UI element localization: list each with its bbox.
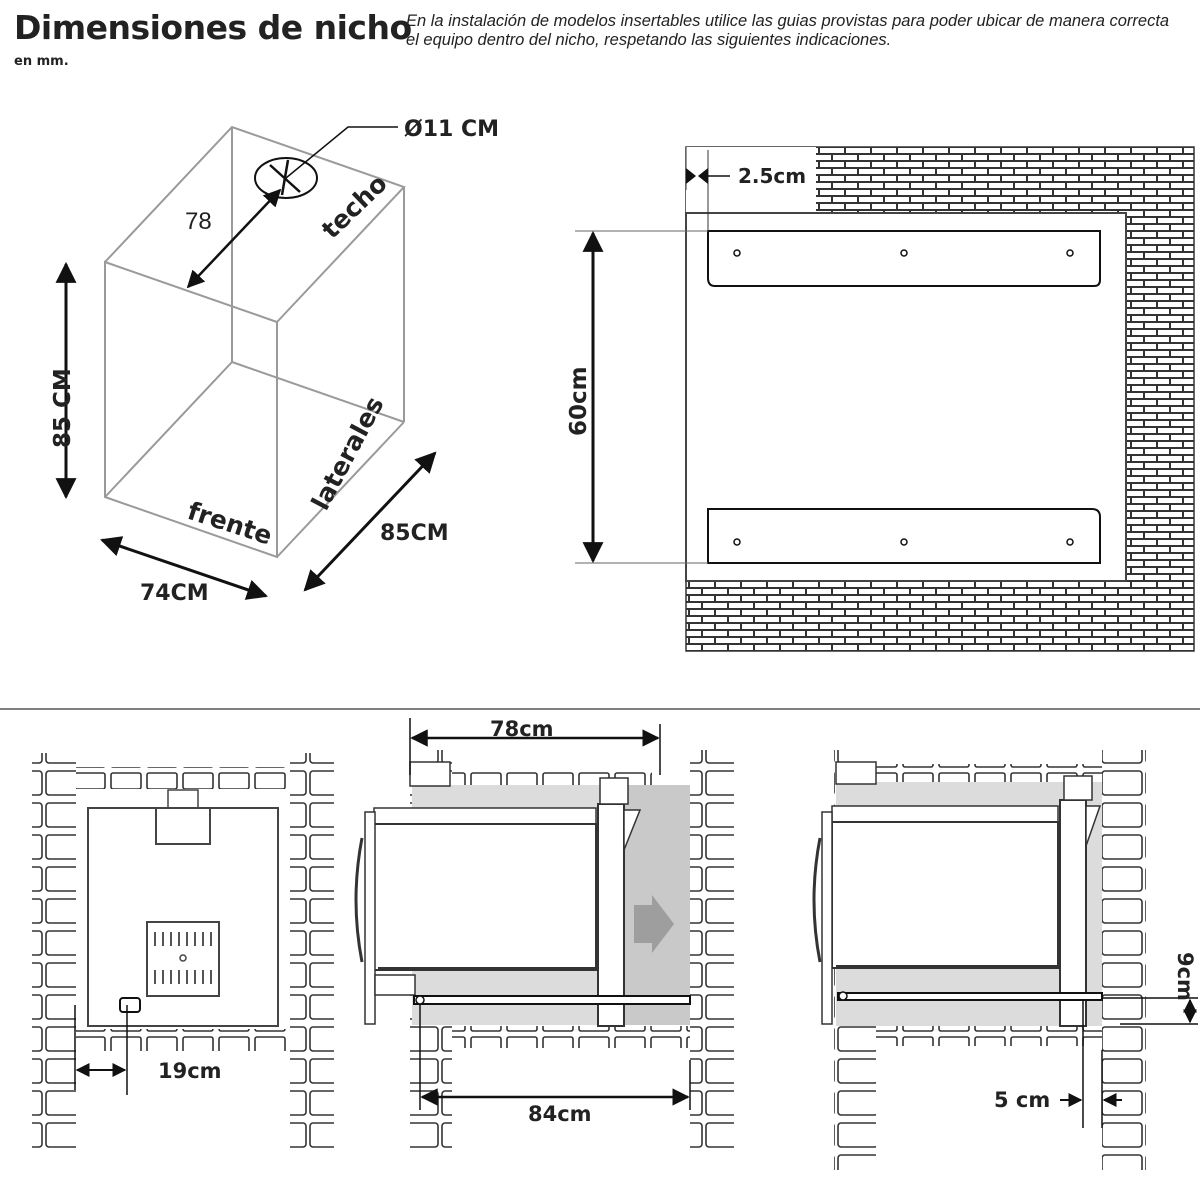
depth-label: 85CM bbox=[380, 521, 449, 546]
pipe-diameter-label: Ø11 CM bbox=[404, 117, 499, 142]
side-face-label: laterales bbox=[306, 392, 390, 515]
chimney-hole-icon bbox=[254, 157, 318, 199]
height-label: 85 CM bbox=[50, 368, 76, 448]
units-note: en mm. bbox=[14, 54, 69, 69]
front-face-label: frente bbox=[184, 496, 276, 550]
side-view-sliding-diagram: 78cm 84cm bbox=[354, 717, 734, 1150]
top-rail bbox=[707, 230, 1101, 287]
front-wall-diagram: 2.5cm 60cm bbox=[566, 146, 1195, 652]
width-label: 74CM bbox=[140, 581, 209, 606]
rail-length-label: 84cm bbox=[528, 1102, 592, 1126]
side-view-installed-diagram: 9cm 5 cm bbox=[812, 750, 1198, 1170]
top-face-label: techo bbox=[316, 169, 393, 245]
niche-box-diagram: Ø11 CM 78 85 CM 74CM 85CM techo laterale… bbox=[50, 117, 499, 606]
bottom-rail bbox=[707, 508, 1101, 564]
top-length-label: 78cm bbox=[490, 717, 554, 741]
installation-instructions: En la instalación de modelos insertables… bbox=[406, 12, 1170, 49]
back-offset-label: 19cm bbox=[158, 1059, 222, 1083]
slide-arrow-icon bbox=[634, 895, 674, 953]
rail-height-label: 9cm bbox=[1173, 952, 1197, 1001]
side-offset-label: 5 cm bbox=[994, 1088, 1050, 1112]
pipe-depth-label: 78 bbox=[185, 208, 212, 235]
back-view-diagram: 19cm bbox=[32, 753, 334, 1153]
rail-offset-label: 2.5cm bbox=[738, 164, 806, 188]
rail-spacing-label: 60cm bbox=[566, 366, 592, 436]
page-title: Dimensiones de nicho bbox=[14, 8, 412, 47]
